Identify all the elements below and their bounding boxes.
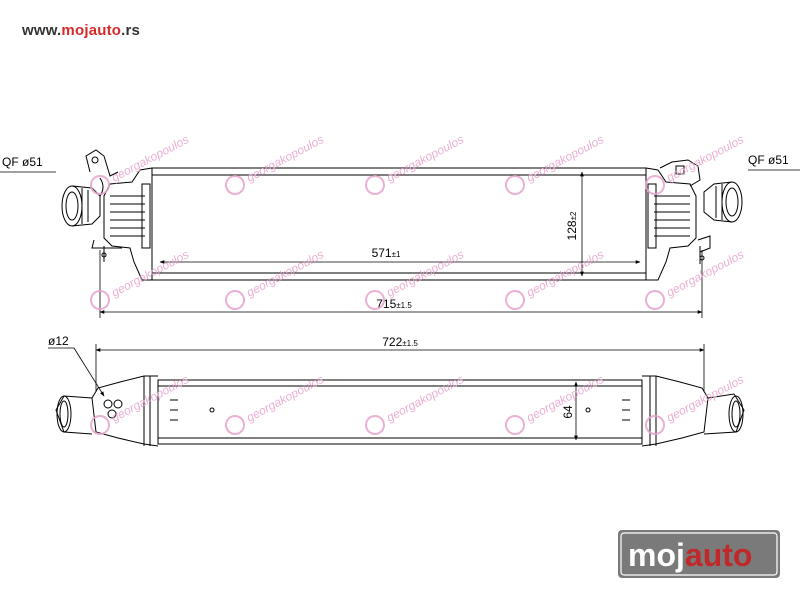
site-url-prefix: www. bbox=[22, 22, 62, 39]
watermark-stamp: georgakopoulos bbox=[505, 247, 606, 310]
bottom-view bbox=[55, 375, 745, 447]
dim-height: 128±2 bbox=[565, 211, 579, 240]
logo-text-left: moj bbox=[628, 537, 685, 573]
svg-text:georgakopoulos: georgakopoulos bbox=[384, 132, 466, 184]
top-left-tank bbox=[103, 167, 153, 281]
site-url-suffix: .rs bbox=[121, 22, 141, 39]
svg-text:georgakopoulos: georgakopoulos bbox=[664, 247, 746, 299]
top-core bbox=[151, 167, 647, 281]
top-left-bracket bbox=[85, 149, 119, 177]
watermark-stamp: georgakopoulos bbox=[90, 372, 191, 435]
site-url[interactable]: www.mojauto.rs bbox=[22, 22, 140, 39]
watermark-stamp: georgakopoulos bbox=[645, 132, 746, 195]
bottom-core-slots bbox=[170, 399, 630, 421]
hole-label: ø12 bbox=[48, 334, 69, 348]
top-dimensions bbox=[0, 169, 800, 318]
logo-text-right: auto bbox=[685, 537, 753, 573]
watermark-stamp: georgakopoulos bbox=[365, 132, 466, 195]
dim-thickness: 64 bbox=[561, 405, 575, 419]
bottom-left-port bbox=[55, 395, 93, 435]
dim-overall-bottom: 722±1.5 bbox=[382, 335, 418, 349]
watermark-stamp: georgakopoulos bbox=[225, 132, 326, 195]
dim-overall-top: 715±1.5 bbox=[376, 297, 412, 311]
watermark-stamp: georgakopoulos bbox=[90, 247, 191, 310]
right-port-label: QF ø51 bbox=[748, 153, 789, 167]
svg-text:georgakopoulos: georgakopoulos bbox=[664, 372, 746, 424]
left-port-label: QF ø51 bbox=[2, 155, 43, 169]
svg-text:georgakopoulos: georgakopoulos bbox=[664, 132, 746, 184]
watermark-stamp: georgakopoulos bbox=[225, 247, 326, 310]
mojauto-logo: mojauto bbox=[618, 530, 780, 578]
bottom-right-port bbox=[703, 393, 745, 435]
svg-text:mojauto: mojauto bbox=[628, 537, 752, 573]
top-right-port bbox=[703, 181, 743, 223]
bottom-dimensions bbox=[48, 344, 705, 441]
top-left-port bbox=[61, 177, 104, 227]
bottom-core bbox=[157, 379, 643, 445]
top-right-bracket bbox=[659, 159, 701, 187]
top-right-tank bbox=[645, 167, 697, 281]
watermark-layer: georgakopoulos georgakopoulos georgakopoul… bbox=[90, 132, 746, 435]
dim-core-width: 571±1 bbox=[372, 246, 401, 260]
watermark-stamp: georgakopoulos bbox=[505, 132, 606, 195]
site-url-brand: mojauto bbox=[61, 22, 122, 39]
mojauto-logo-background bbox=[618, 530, 780, 578]
svg-text:georgakopoulos: georgakopoulos bbox=[244, 132, 326, 184]
top-view bbox=[61, 149, 743, 281]
svg-text:georgakopoulos: georgakopoulos bbox=[109, 132, 191, 184]
svg-text:georgakopoulos: georgakopoulos bbox=[524, 132, 606, 184]
